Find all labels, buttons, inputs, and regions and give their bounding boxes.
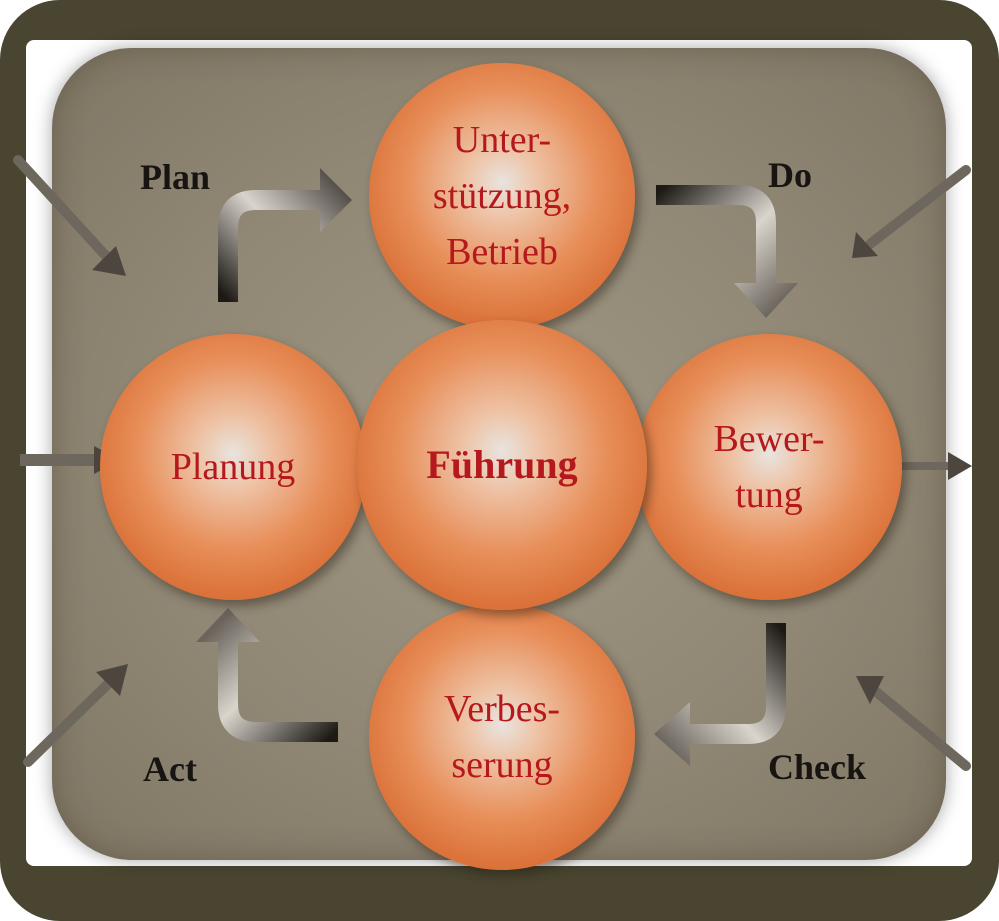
circle-planning: Planung [100,334,366,600]
circle-evaluation: Bewer- tung [636,334,902,600]
arrow-input-bottom-right [856,676,971,771]
arrow-support-to-evaluation [656,185,798,318]
arrow-input-top-left [13,155,126,276]
circle-evaluation-label: Bewer- tung [713,418,825,516]
arrow-evaluation-to-improvement [654,623,786,766]
circle-leadership-label: Führung [426,442,578,487]
circle-improvement-label: Verbes- serung [443,688,561,786]
phase-label-do: Do [768,155,812,195]
arrow-output-bottom-left [23,664,128,767]
circle-leadership: Führung [357,320,647,610]
arrow-improvement-to-planning [196,608,338,742]
circle-support-operation: Unter- stützung, Betrieb [369,63,635,329]
circle-improvement: Verbes- serung [369,604,635,870]
phase-label-check: Check [768,747,866,787]
phase-label-plan: Plan [140,157,211,197]
circle-planning-label: Planung [170,446,296,488]
arrow-plan-to-support [218,168,352,302]
phase-label-act: Act [143,749,197,789]
arrow-input-top-right [852,165,971,258]
circle-support-operation-label: Unter- stützung, Betrieb [432,119,572,273]
